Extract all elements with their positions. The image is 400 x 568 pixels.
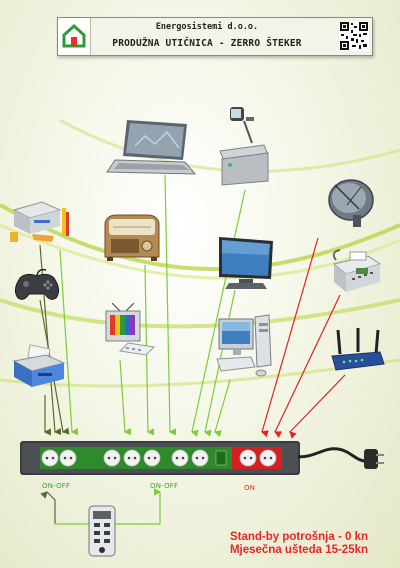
inkjet-printer-icon (12, 344, 66, 387)
logo-house-icon (58, 18, 91, 55)
remote-icon (88, 505, 116, 557)
header-box: Energosistemi d.o.o. PRODUŽNA UTIČNICA -… (57, 17, 373, 56)
footer-savings: Stand-by potrošnja - 0 kn Mjesečna ušted… (214, 531, 384, 557)
satellite-dish-icon (328, 179, 374, 227)
label-left-section: ON-OFF (42, 482, 71, 490)
lcd-tv-icon (219, 237, 273, 289)
desktop-pc-icon (216, 314, 272, 377)
label-middle-section: ON-OFF (150, 482, 179, 490)
fax-icon (332, 249, 382, 292)
plug-icon (297, 447, 384, 469)
standby-consumption-text: Stand-by potrošnja - 0 kn (229, 531, 368, 543)
gamepad-icon (14, 268, 60, 300)
radio-icon (104, 214, 160, 261)
crt-tv-icon (105, 303, 156, 356)
monthly-saving-text: Mjesečna ušteda 15-25kn (229, 544, 369, 556)
laptop-icon (106, 120, 197, 175)
projector-icon (219, 107, 269, 186)
label-right-section: ON (244, 484, 256, 492)
router-icon (331, 328, 385, 371)
printer-icon (10, 201, 69, 242)
product-title: PRODUŽNA UTIČNICA - ZERRO ŠTEKER (112, 38, 302, 49)
company-name: Energosistemi d.o.o. (155, 22, 259, 32)
qr-code-icon (339, 21, 369, 51)
power-strip (20, 441, 300, 475)
